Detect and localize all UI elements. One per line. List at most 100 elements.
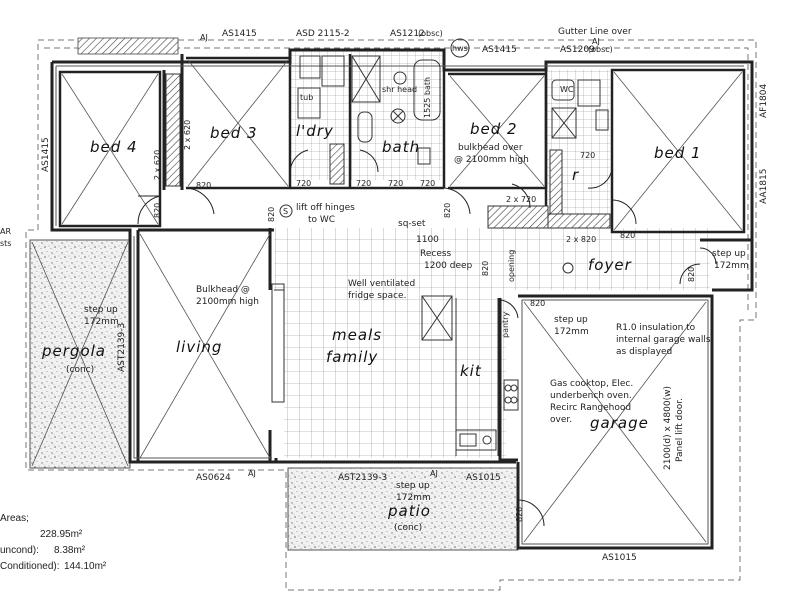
- room-bath: bath: [382, 138, 420, 156]
- door-size: 2 x 820: [566, 235, 596, 244]
- ar-label-b: sts: [0, 239, 11, 248]
- room-bed3: bed 3: [210, 124, 258, 142]
- insulation-label-c: as displayed: [616, 347, 672, 357]
- hws-label: hws: [452, 44, 468, 53]
- recess-label-b: 1200 deep: [424, 261, 473, 271]
- walls: [50, 48, 754, 550]
- ar-label: AR: [0, 227, 11, 236]
- hatch-wall-2: [549, 149, 563, 217]
- room-family: family: [326, 348, 378, 366]
- step-up-pergola-label-b: 172mm: [84, 317, 119, 327]
- hatch-wall-1: [165, 73, 181, 187]
- well-vent-label: Well ventilated: [348, 279, 415, 289]
- door-size: 820: [153, 203, 162, 218]
- aj-label: AJ: [430, 469, 438, 478]
- shr-head-label: shr head: [382, 85, 417, 94]
- door-size: 820: [687, 267, 696, 282]
- cooktop-label-d: over.: [550, 415, 572, 425]
- lift-off-symbol: [279, 204, 293, 218]
- step-up-pergola-label: step up: [84, 305, 118, 315]
- cooktop-label-b: underbench oven.: [550, 391, 632, 401]
- room-bed4: bed 4: [90, 138, 138, 156]
- gutter-line-label: Gutter Line over: [558, 27, 632, 37]
- door-size: 820: [481, 261, 490, 276]
- door-size: 720: [420, 179, 435, 188]
- window-label: AS1212: [390, 29, 425, 39]
- step-up-foyer-label-b: 172mm: [714, 261, 749, 271]
- bulkhead-living-label-b: 2100mm high: [196, 297, 259, 307]
- room-bed2: bed 2: [470, 120, 518, 138]
- room-robe: r: [572, 166, 579, 184]
- n1100-label: 1100: [416, 235, 439, 245]
- step-up-garage-label: step up: [554, 315, 588, 325]
- door-size: 720: [356, 179, 371, 188]
- step-up-garage-label-b: 172mm: [554, 327, 589, 337]
- room-patio-sub: (conc): [394, 523, 422, 533]
- fixtures: [271, 55, 609, 456]
- tile-bath: [350, 50, 442, 180]
- bulkhead-bed2-label-b: @ 2100mm high: [454, 155, 529, 165]
- ceiling-diagonals: [31, 59, 743, 543]
- window-label: AS1015: [602, 553, 637, 563]
- hatch-wall-3: [487, 205, 549, 229]
- area-cond: 144.10m²: [64, 561, 107, 572]
- svg-text:S: S: [283, 207, 288, 216]
- window-label-sub: (obsc): [588, 45, 613, 54]
- garage-door-label: 2100(d) x 4800(w): [663, 386, 673, 470]
- eave-hatch: [77, 37, 179, 55]
- room-pantry: pantry: [501, 312, 510, 338]
- room-bed1: bed 1: [654, 144, 702, 162]
- window-label: AS0624: [196, 473, 231, 483]
- window-label: AS1209: [560, 45, 595, 55]
- room-ldry: l'dry: [296, 122, 334, 140]
- area-uncond: 8.38m²: [54, 545, 86, 556]
- tub-label: tub: [300, 93, 313, 102]
- insulation-label: R1.0 insulation to: [616, 323, 696, 333]
- window-label: AS1015: [466, 473, 501, 483]
- boundary-dashed: [25, 39, 757, 591]
- window-label: AF1804: [759, 83, 769, 118]
- window-label: AST2139-3: [117, 323, 127, 372]
- window-label: ASD 2115-2: [296, 29, 350, 39]
- area-cond-label: Conditioned):: [0, 561, 60, 572]
- area-uncond-label: uncond):: [0, 545, 39, 556]
- room-pergola: pergola: [41, 342, 106, 360]
- room-pergola-sub: (conc): [66, 365, 94, 375]
- window-label: AS1415: [222, 29, 257, 39]
- patio-slab: [287, 467, 519, 551]
- cooktop-label-c: Recirc Rangehood: [550, 403, 631, 413]
- tile-meals: [284, 228, 506, 458]
- room-wc: WC: [560, 85, 574, 94]
- door-size: 720: [580, 151, 595, 160]
- cooktop-label: Gas cooktop, Elec.: [550, 379, 633, 389]
- recess-label: Recess: [420, 249, 452, 259]
- room-foyer: foyer: [588, 256, 632, 274]
- insulation-label-b: internal garage walls: [616, 335, 711, 345]
- aj-label: AJ: [200, 33, 208, 42]
- door-size: 820: [530, 299, 545, 308]
- sq-set-label: sq-set: [398, 219, 426, 229]
- door-size: 720: [296, 179, 311, 188]
- door-size: 2 x 620: [183, 120, 192, 150]
- door-size: 820: [515, 507, 524, 522]
- garage-door-label-b: Panel lift door.: [675, 398, 685, 462]
- window-label: AS1415: [41, 137, 51, 172]
- hws-marker: [450, 38, 470, 58]
- bulkhead-bed2-label: bulkhead over: [458, 143, 523, 153]
- door-size: 2 x 720: [506, 195, 536, 204]
- bulkhead-living-label: Bulkhead @: [196, 285, 250, 295]
- area-total: 228.95m²: [40, 529, 83, 540]
- room-patio: patio: [387, 502, 431, 520]
- room-kit: kit: [460, 362, 482, 380]
- step-up-patio-label-b: 172mm: [396, 493, 431, 503]
- door-size: 820: [196, 181, 211, 190]
- lift-off-label-b: to WC: [308, 215, 335, 225]
- area-summary: Areas; 228.95m² uncond): 8.38m² Conditio…: [0, 503, 112, 575]
- window-label: AST2139-3: [338, 473, 387, 483]
- window-label: AS1415: [482, 45, 517, 55]
- bath-size-label: 1525 bath: [423, 77, 432, 118]
- door-size: 2 x 620: [153, 150, 162, 180]
- wall-inner-lines: [55, 65, 744, 545]
- door-size: 820: [443, 203, 452, 218]
- window-label: AA1815: [759, 169, 769, 204]
